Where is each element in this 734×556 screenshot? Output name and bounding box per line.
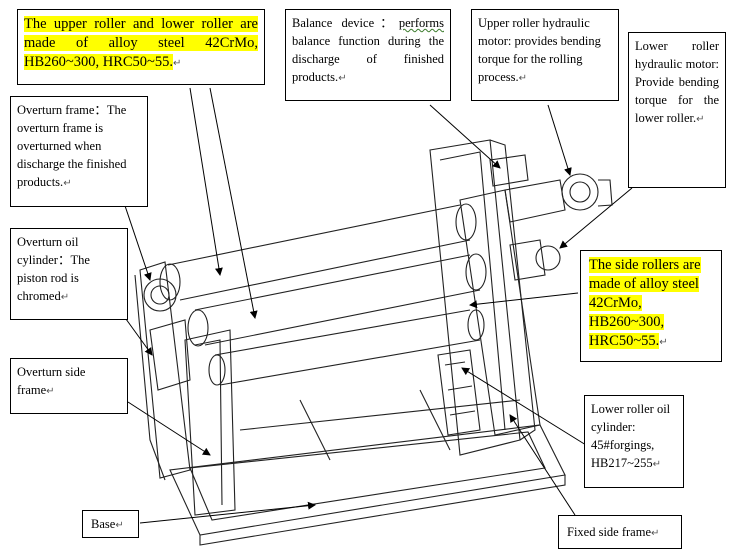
callout-fixed-side-frame: Fixed side frame↵ bbox=[558, 515, 682, 549]
overturn-cylinder-text: Overturn oil cylinder：The piston rod is … bbox=[17, 235, 90, 303]
overturn-side-frame-shape bbox=[139, 261, 191, 479]
callout-lower-motor: Lower roller hydraulic motor: Provide be… bbox=[628, 32, 726, 188]
lower-cylinder-shape bbox=[437, 349, 481, 436]
base-frame-outline bbox=[169, 424, 566, 536]
callout-rollers-material: The upper roller and lower roller are ma… bbox=[17, 9, 265, 85]
side-roller-shape bbox=[214, 309, 481, 386]
overturn-side-frame-text: Overturn side frame bbox=[17, 365, 86, 397]
leader-lower-motor bbox=[559, 187, 633, 249]
leader-balance bbox=[429, 104, 501, 169]
leader-side-roller bbox=[469, 292, 579, 309]
balance-device-shape bbox=[489, 154, 529, 187]
lower-motor-text: Lower roller hydraulic motor: Provide be… bbox=[635, 39, 719, 125]
lower-roller-shape bbox=[194, 254, 481, 346]
fixed-side-frame-text: Fixed side frame bbox=[567, 525, 652, 539]
lower-oil-cylinder-text: Lower roller oil cylinder: 45#forgings, … bbox=[591, 402, 671, 470]
callout-base: Base↵ bbox=[82, 510, 139, 538]
lower-motor-shape bbox=[509, 239, 546, 281]
left-upright bbox=[184, 329, 236, 516]
overturn-frame-text: Overturn frame：The overturn frame is ove… bbox=[17, 103, 127, 189]
upper-motor-shape bbox=[504, 179, 566, 223]
upper-motor-text: Upper roller hydraulic motor: provides b… bbox=[478, 16, 601, 84]
callout-overturn-frame: Overturn frame：The overturn frame is ove… bbox=[10, 96, 148, 207]
balance-device-desc: balance function during the discharge of… bbox=[292, 34, 444, 84]
leader-upper-motor bbox=[547, 104, 572, 176]
callout-balance-device: Balance device：performs balance function… bbox=[285, 9, 451, 101]
callout-overturn-cylinder: Overturn oil cylinder：The piston rod is … bbox=[10, 228, 128, 320]
callout-lower-oil-cylinder: Lower roller oil cylinder: 45#forgings, … bbox=[584, 395, 684, 488]
leader-lower-cylinder bbox=[461, 367, 587, 446]
base-text: Base bbox=[91, 517, 116, 531]
leader-overturn-side-frame bbox=[127, 401, 211, 456]
right-plate bbox=[459, 189, 541, 436]
callout-side-rollers: The side rollers are made of alloy steel… bbox=[580, 250, 722, 362]
balance-device-verb: performs bbox=[398, 16, 444, 30]
base-frame-inner bbox=[189, 431, 546, 521]
callout-upper-motor: Upper roller hydraulic motor: provides b… bbox=[471, 9, 619, 101]
callout-overturn-side-frame: Overturn side frame↵ bbox=[10, 358, 128, 414]
rollers-material-text: The upper roller and lower roller are ma… bbox=[24, 16, 258, 70]
leader-lower-roller bbox=[209, 87, 258, 319]
leader-upper-roller bbox=[189, 87, 223, 276]
balance-device-label: Balance device： bbox=[292, 16, 399, 30]
leader-fixed-frame bbox=[509, 414, 576, 516]
leader-base bbox=[139, 501, 316, 524]
side-rollers-text: The side rollers are made of alloy steel… bbox=[589, 257, 701, 349]
